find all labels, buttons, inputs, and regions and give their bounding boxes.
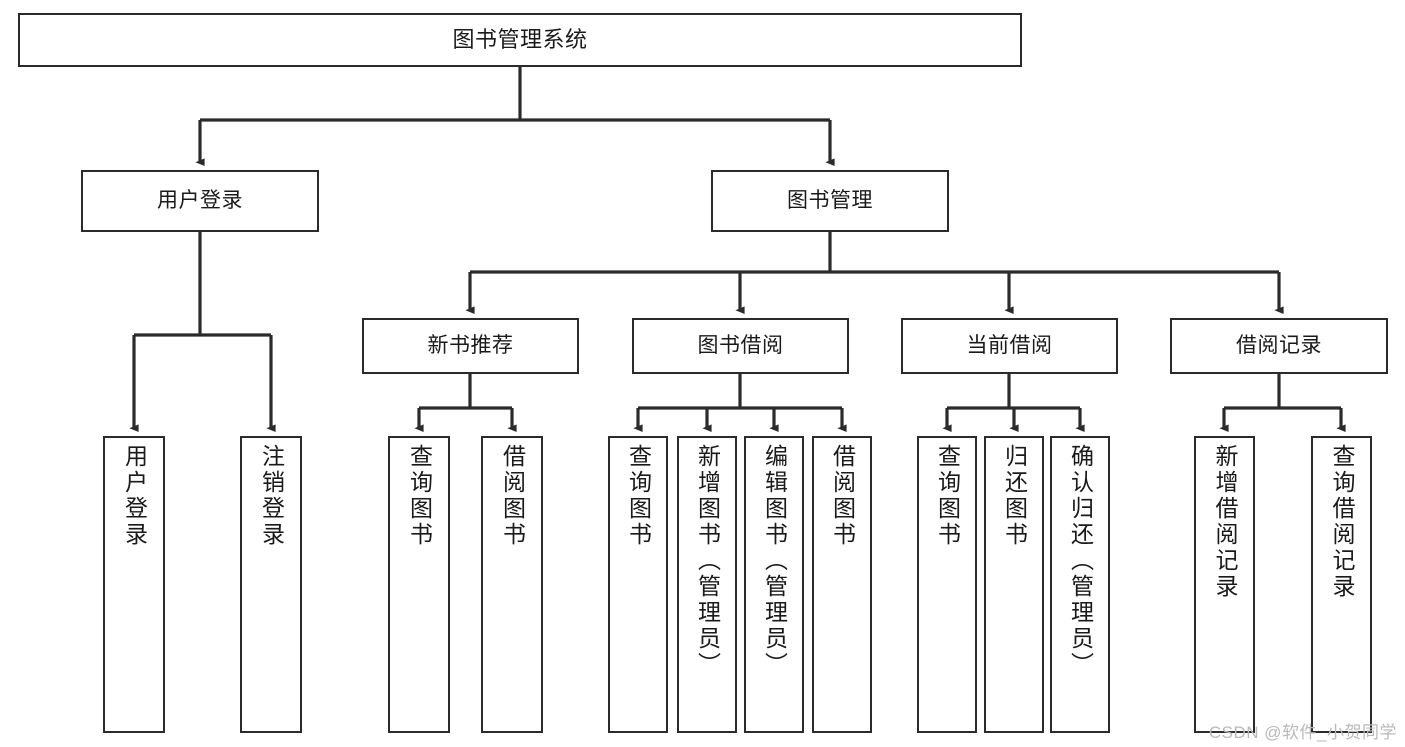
node-current-borrow[interactable]: 当前借阅 bbox=[901, 318, 1118, 374]
node-leaf-add-book-admin-label: 新增图书（管理员） bbox=[694, 444, 721, 678]
node-leaf-borrow-book-rec-label: 借阅图书 bbox=[499, 444, 526, 548]
node-leaf-user-logout-label: 注销登录 bbox=[258, 444, 285, 548]
node-leaf-borrow-book[interactable]: 借阅图书 bbox=[812, 436, 872, 733]
node-leaf-user-login[interactable]: 用户登录 bbox=[103, 436, 165, 733]
node-new-book-recommend-label: 新书推荐 bbox=[427, 333, 514, 357]
node-leaf-user-login-label: 用户登录 bbox=[121, 444, 148, 548]
node-leaf-edit-book-admin[interactable]: 编辑图书（管理员） bbox=[744, 436, 804, 733]
node-leaf-add-book-admin[interactable]: 新增图书（管理员） bbox=[677, 436, 737, 733]
node-leaf-query-borrow-record[interactable]: 查询借阅记录 bbox=[1311, 436, 1372, 733]
node-book-borrow[interactable]: 图书借阅 bbox=[632, 318, 849, 374]
node-leaf-return-book-label: 归还图书 bbox=[1001, 444, 1028, 548]
node-leaf-borrow-book-rec[interactable]: 借阅图书 bbox=[481, 436, 543, 733]
node-current-borrow-label: 当前借阅 bbox=[966, 333, 1053, 357]
node-user-login[interactable]: 用户登录 bbox=[81, 170, 319, 232]
csdn-watermark: CSDN @软件_小贺同学 bbox=[1208, 723, 1397, 742]
node-leaf-query-book-rec-label: 查询图书 bbox=[406, 444, 433, 548]
node-borrow-record-label: 借阅记录 bbox=[1236, 333, 1322, 357]
node-leaf-return-book[interactable]: 归还图书 bbox=[984, 436, 1044, 733]
node-leaf-query-book-rec[interactable]: 查询图书 bbox=[388, 436, 450, 733]
node-book-manage[interactable]: 图书管理 bbox=[711, 170, 949, 232]
node-leaf-query-book-current-label: 查询图书 bbox=[934, 444, 961, 548]
node-leaf-query-borrow-record-label: 查询借阅记录 bbox=[1329, 444, 1355, 600]
node-leaf-borrow-book-label: 借阅图书 bbox=[829, 444, 856, 548]
node-new-book-recommend[interactable]: 新书推荐 bbox=[362, 318, 579, 374]
node-book-manage-label: 图书管理 bbox=[787, 188, 873, 212]
node-leaf-add-borrow-record-label: 新增借阅记录 bbox=[1212, 444, 1238, 600]
node-root-label: 图书管理系统 bbox=[452, 27, 588, 53]
node-leaf-query-book-borrow-label: 查询图书 bbox=[625, 444, 652, 548]
node-user-login-label: 用户登录 bbox=[157, 188, 243, 212]
node-leaf-confirm-return-admin[interactable]: 确认归还（管理员） bbox=[1050, 436, 1110, 733]
node-borrow-record[interactable]: 借阅记录 bbox=[1170, 318, 1388, 374]
node-leaf-confirm-return-admin-label: 确认归还（管理员） bbox=[1067, 444, 1094, 678]
node-leaf-query-book-current[interactable]: 查询图书 bbox=[917, 436, 977, 733]
node-leaf-user-logout[interactable]: 注销登录 bbox=[240, 436, 302, 733]
node-leaf-add-borrow-record[interactable]: 新增借阅记录 bbox=[1194, 436, 1255, 733]
node-book-borrow-label: 图书借阅 bbox=[697, 333, 784, 357]
node-leaf-query-book-borrow[interactable]: 查询图书 bbox=[608, 436, 668, 733]
node-leaf-edit-book-admin-label: 编辑图书（管理员） bbox=[761, 444, 788, 678]
node-root[interactable]: 图书管理系统 bbox=[18, 13, 1022, 67]
